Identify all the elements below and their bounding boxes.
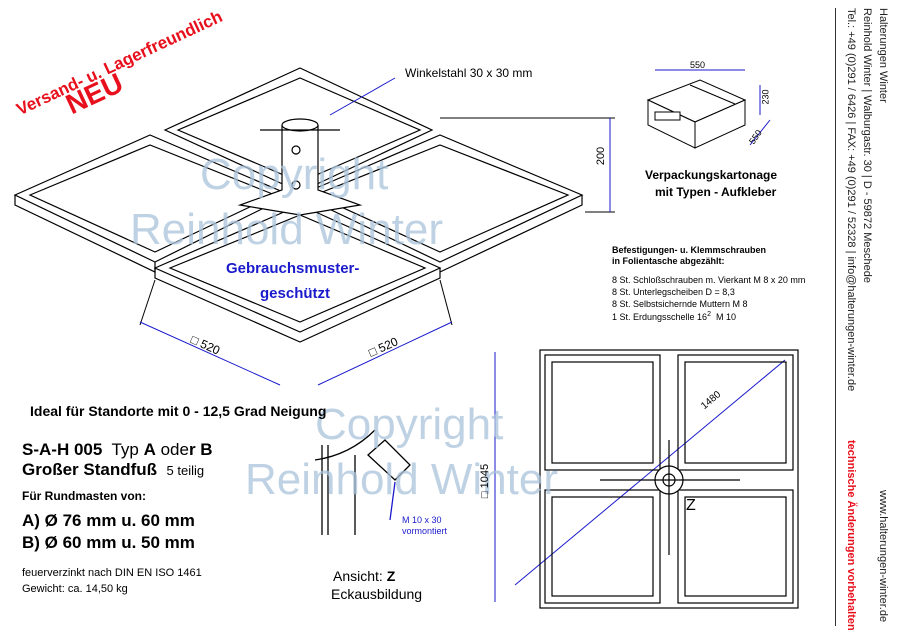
packaging-label-2: mit Typen - Aufkleber — [655, 185, 777, 199]
option-a: A) Ø 76 mm u. 60 mm — [22, 511, 195, 530]
company-name: Halterungen Winter — [877, 8, 889, 103]
view-z: Z — [386, 568, 396, 584]
oder: ode — [155, 440, 189, 459]
corner-label: Eckausbildung — [331, 586, 423, 602]
isometric-stand-drawing — [13, 67, 584, 343]
watermark-line2: Reinhold Winter — [130, 205, 444, 254]
box-height: 230 — [760, 89, 771, 105]
height-dimension: 200 — [595, 146, 608, 166]
bolt-label-2: vormontiert — [402, 526, 448, 536]
fastener-thread: M 10 — [715, 312, 736, 322]
packaging-label-1: Verpackungskartonage — [645, 168, 778, 182]
watermark-line1-lower: Copyright — [315, 400, 504, 449]
fastener-text: 1 St. Erdungsschelle 16 — [612, 312, 708, 322]
product-code: S-A-H 005 Typ A oder B — [22, 440, 213, 460]
view-label: Ansicht: Z — [333, 568, 395, 584]
patent-label-2: geschützt — [260, 285, 331, 302]
finish-info: feuerverzinkt nach DIN EN ISO 1461 — [22, 567, 202, 579]
watermark-line1: Copyright — [200, 150, 389, 199]
option-b: B) Ø 60 mm u. 50 mm — [22, 533, 195, 552]
weight-info: Gewicht: ca. 14,50 kg — [22, 583, 128, 595]
dimension-lines — [139, 77, 786, 602]
fasteners-title-2: in Folientasche abgezählt: — [612, 256, 725, 266]
website-link[interactable]: www.halterungen-winter.de — [877, 490, 889, 623]
fastener-item: 1 St. Erdungsschelle 162 M 10 — [612, 311, 736, 322]
box-width: 550 — [690, 60, 706, 70]
typ-a: A — [143, 440, 156, 459]
product-name: Großer Standfuß 5 teilig — [22, 460, 204, 480]
typ: Typ — [111, 440, 144, 459]
name: Großer Standfuß — [22, 460, 158, 479]
packaging-box — [646, 69, 771, 149]
fastener-item: 8 St. Schloßschrauben m. Vierkant M 8 x … — [612, 275, 806, 285]
slope-info: Ideal für Standorte mit 0 - 12,5 Grad Ne… — [30, 403, 327, 419]
fasteners-title-1: Befestigungen- u. Klemmschrauben — [612, 245, 767, 255]
typ-b: r B — [188, 440, 213, 459]
fastener-item: 8 St. Unterlegscheiben D = 8,3 — [612, 287, 735, 297]
view-text: Ansicht: — [333, 568, 387, 584]
side-dimension: □ 1045 — [479, 463, 492, 499]
bolt-label-1: M 10 x 30 — [402, 515, 442, 525]
changes-notice: technische Änderungen vorbehalten — [845, 440, 857, 631]
code: S-A-H 005 — [22, 440, 103, 459]
fastener-superscript: 2 — [707, 311, 711, 318]
sidebar-divider — [835, 8, 836, 626]
watermark-line2-lower: Reinhold Winter — [245, 455, 559, 504]
top-view-plan — [539, 349, 799, 609]
corner-detail — [314, 429, 411, 535]
masts-heading: Für Rundmasten von: — [22, 489, 147, 503]
company-address: Reinhold Winter | Walburgastr. 30 | D - … — [861, 8, 873, 283]
winkelstahl-label: Winkelstahl 30 x 30 mm — [405, 66, 533, 80]
parts: 5 teilig — [166, 463, 205, 478]
company-contact: Tel.: +49 (0)291 / 6426 | FAX: +49 (0)29… — [845, 8, 857, 392]
fastener-item: 8 St. Selbstsichernde Muttern M 8 — [612, 299, 748, 309]
patent-label-1: Gebrauchsmuster- — [226, 260, 360, 277]
z-marker: Z — [686, 497, 696, 514]
